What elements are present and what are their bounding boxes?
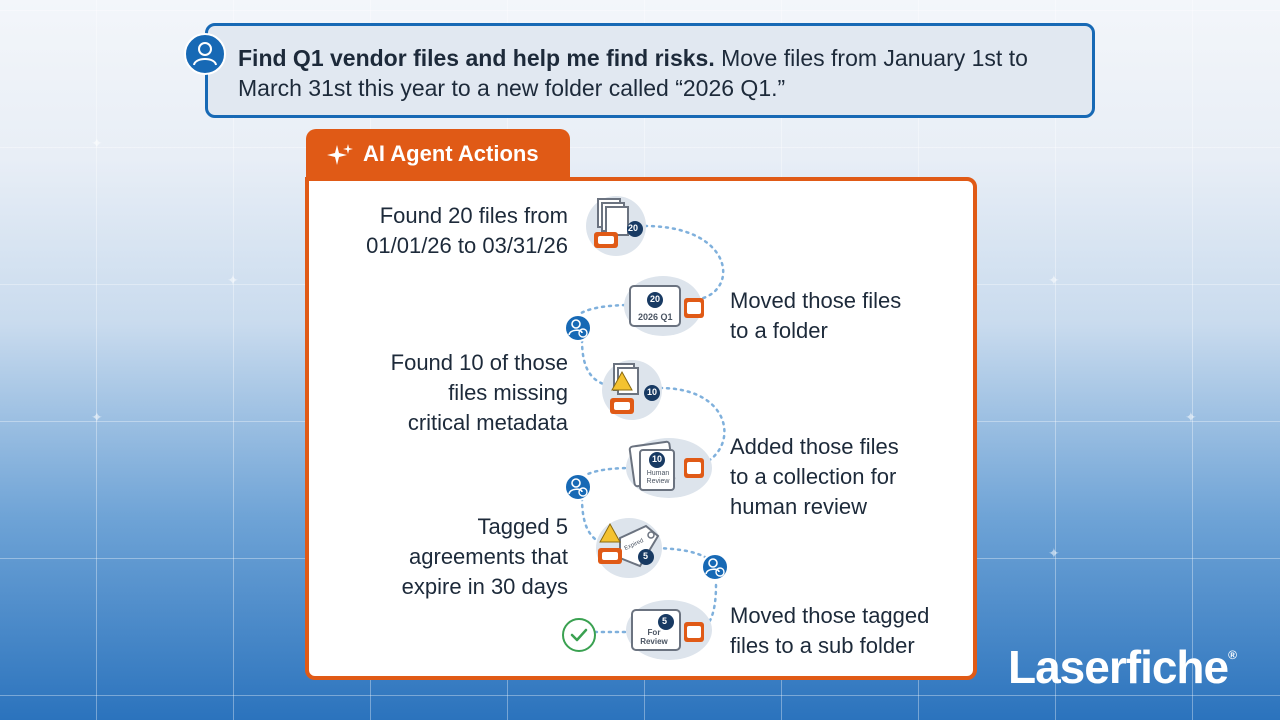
step-5-count-badge: 5 — [643, 551, 649, 561]
step-1-text: Found 20 files from 01/01/26 to 03/31/26 — [330, 201, 568, 261]
sub-folder-label-line-2: Review — [640, 637, 668, 646]
agent-actions-tab: AI Agent Actions — [306, 129, 570, 179]
folder-icon — [631, 609, 704, 651]
step-3-line-1: Found 10 of those — [390, 350, 568, 375]
background-sparkle: ✦ — [1048, 272, 1060, 288]
agent-actions-panel — [305, 177, 977, 680]
folder-icon — [629, 285, 704, 327]
tag-icon — [598, 522, 660, 568]
registered-mark: ® — [1228, 648, 1237, 662]
step-4-line-2: to a collection for — [730, 464, 897, 489]
step-6-line-2: files to a sub folder — [730, 633, 915, 658]
step-2-text: Moved those files to a folder — [730, 286, 950, 346]
human-user-icon — [564, 314, 592, 342]
step-2-count-badge: 20 — [650, 294, 661, 304]
user-prompt-text: Find Q1 vendor files and help me find ri… — [238, 43, 1078, 103]
user-prompt-bubble: Find Q1 vendor files and help me find ri… — [205, 23, 1095, 118]
check-icon — [562, 618, 596, 652]
background-sparkle: ✦ — [1185, 409, 1197, 425]
agent-actions-title: AI Agent Actions — [363, 141, 539, 166]
human-user-icon — [701, 553, 729, 581]
step-6-text: Moved those tagged files to a sub folder — [730, 601, 970, 661]
step-5-line-2: agreements that — [409, 544, 568, 569]
step-3-line-3: critical metadata — [407, 410, 568, 435]
prompt-rest-text: Move files from January 1st to March 31s… — [238, 45, 1028, 101]
step-5-text: Tagged 5 agreements that expire in 30 da… — [330, 512, 568, 602]
step-1-line-2: 01/01/26 to 03/31/26 — [366, 233, 568, 258]
step-3-text: Found 10 of those files missing critical… — [330, 348, 568, 438]
step-5-line-1: Tagged 5 — [477, 514, 568, 539]
step-1-count-badge: 20 — [628, 223, 639, 233]
laserfiche-logo: Laserfiche® — [1008, 640, 1237, 694]
missing-metadata-node: 10 — [602, 360, 662, 420]
step-3-count-badge: 10 — [647, 387, 658, 397]
step-1-line-1: Found 20 files from — [379, 203, 568, 228]
folder-node: 20 2026 Q1 — [624, 276, 704, 336]
step-3-line-2: files missing — [448, 380, 568, 405]
logo-text: Laserfiche — [1008, 641, 1229, 693]
folder-label: 2026 Q1 — [638, 312, 673, 322]
background-sparkle: ✦ — [91, 409, 103, 425]
step-5-line-3: expire in 30 days — [401, 574, 568, 599]
background-sparkle: ✦ — [1048, 545, 1060, 561]
step-2-line-1: Moved those files — [730, 288, 902, 313]
step-4-line-1: Added those files — [730, 434, 899, 459]
tagged-agreements-node: 5 Expired — [596, 518, 662, 578]
warning-icon — [610, 363, 660, 414]
prompt-bold-text: Find Q1 vendor files and help me find ri… — [238, 45, 715, 71]
sparkle-icon — [327, 144, 353, 165]
background-sparkle: ✦ — [227, 272, 239, 288]
collection-label-line-2: Review — [646, 478, 670, 485]
step-4-text: Added those files to a collection for hu… — [730, 432, 960, 522]
files-found-node: 20 — [586, 196, 646, 256]
sub-folder-label-line-1: For — [647, 628, 661, 637]
human-user-icon — [564, 473, 592, 501]
step-4-line-3: human review — [730, 494, 867, 519]
step-4-count-badge: 10 — [652, 454, 663, 464]
step-2-line-2: to a folder — [730, 318, 828, 343]
step-6-count-badge: 5 — [662, 616, 668, 626]
step-6-line-1: Moved those tagged — [730, 603, 930, 628]
user-avatar-icon — [184, 33, 226, 75]
collection-icon — [628, 440, 704, 491]
documents-icon — [594, 198, 643, 248]
background-sparkle: ✦ — [91, 135, 103, 151]
collection-label-line-1: Human — [646, 470, 670, 477]
